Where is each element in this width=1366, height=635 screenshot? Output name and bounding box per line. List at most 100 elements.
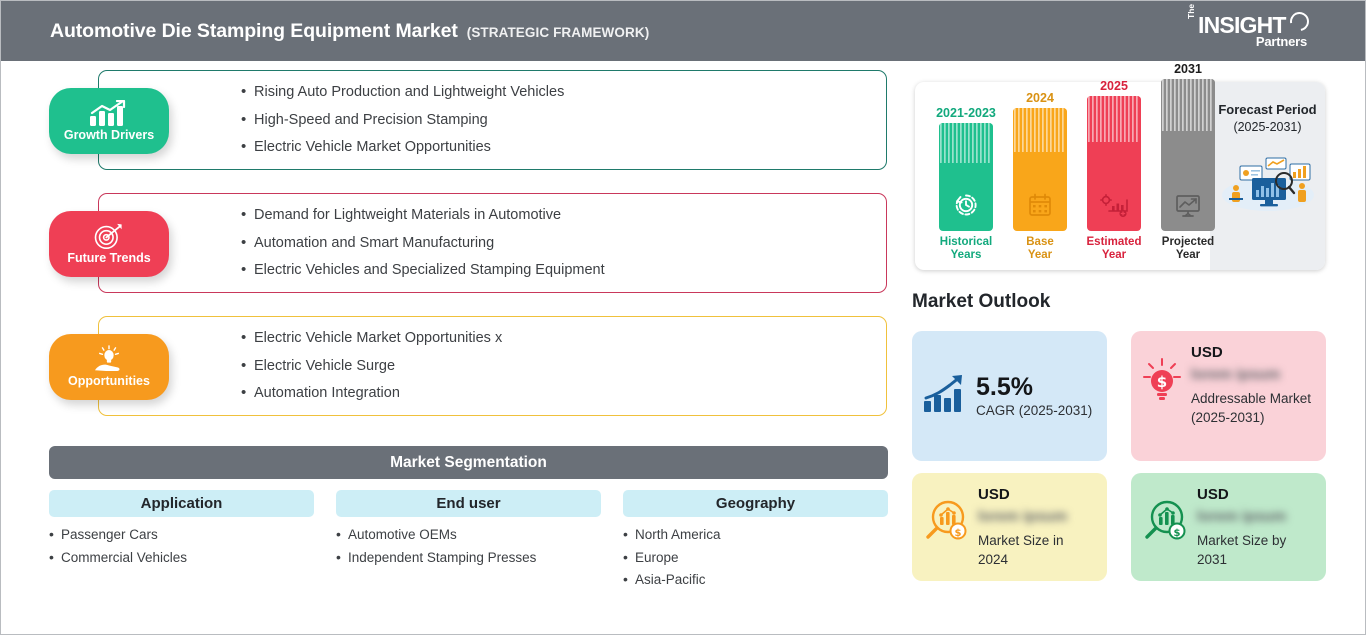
outlook-card-body: USD lorem ipsum Market Size by 2031 xyxy=(1197,485,1314,569)
growth-drivers-box: Rising Auto Production and Lightweight V… xyxy=(98,70,887,170)
opportunities-list: Electric Vehicle Market Opportunities x … xyxy=(241,330,886,401)
blurred-value: lorem ipsum xyxy=(978,508,1068,525)
bar-caption: Projected Year xyxy=(1161,236,1215,261)
hand-lightbulb-icon xyxy=(90,345,128,373)
left-column: Rising Auto Production and Lightweight V… xyxy=(1,61,906,634)
svg-text:$: $ xyxy=(1174,528,1181,539)
bar-chart-arrow-icon xyxy=(922,373,968,420)
timeline-bars: 2021-2023 xyxy=(915,62,1215,270)
bar-stripe-pattern xyxy=(1013,108,1067,152)
list-item: High-Speed and Precision Stamping xyxy=(241,112,886,128)
future-trends-badge[interactable]: Future Trends xyxy=(49,211,169,277)
list-item: Independent Stamping Presses xyxy=(336,550,601,565)
growth-drivers-list: Rising Auto Production and Lightweight V… xyxy=(241,84,886,155)
future-trends-label: Future Trends xyxy=(67,251,151,265)
segmentation-columns: Application Passenger Cars Commercial Ve… xyxy=(49,490,888,596)
bar-year-label: 2025 xyxy=(1100,79,1128,93)
list-item: Electric Vehicle Market Opportunities xyxy=(241,139,886,155)
header-title-group: Automotive Die Stamping Equipment Market… xyxy=(50,20,649,43)
outlook-card-body: USD lorem ipsum Addressable Market (2025… xyxy=(1191,343,1314,427)
calendar-icon xyxy=(1027,192,1053,223)
outlook-card-body: 5.5% CAGR (2025-2031) xyxy=(976,373,1095,420)
page-subtitle: (STRATEGIC FRAMEWORK) xyxy=(466,24,650,40)
blurred-value: lorem ipsum xyxy=(1197,508,1287,525)
currency-label: USD xyxy=(978,486,1010,503)
growth-drivers-label: Growth Drivers xyxy=(63,128,155,142)
list-item: Automation and Smart Manufacturing xyxy=(241,235,886,251)
bar-year-label: 2031 xyxy=(1174,62,1202,76)
target-dart-icon xyxy=(92,223,126,250)
right-column: 2021-2023 xyxy=(906,61,1365,634)
card-caption: Addressable Market (2025-2031) xyxy=(1191,391,1312,425)
bar-chart-growth-icon xyxy=(88,100,130,127)
list-item: North America xyxy=(623,527,888,542)
opportunities-badge[interactable]: Opportunities xyxy=(49,334,169,400)
logo-insight-text: INSIGHT xyxy=(1198,12,1286,38)
bar-estimated xyxy=(1087,96,1141,231)
list-item: Asia-Pacific xyxy=(623,572,888,587)
segment-pill-label: Geography xyxy=(715,495,796,512)
segmentation-column-application: Application Passenger Cars Commercial Ve… xyxy=(49,490,314,596)
bar-historical xyxy=(939,123,993,231)
segment-pill-geography[interactable]: Geography xyxy=(623,490,888,517)
segment-items-geography: North America Europe Asia-Pacific xyxy=(623,527,888,587)
segment-items-application: Passenger Cars Commercial Vehicles xyxy=(49,527,314,565)
card-caption: Market Size in 2024 xyxy=(978,533,1064,567)
list-item: Automotive OEMs xyxy=(336,527,601,542)
bar-caption: Base Year xyxy=(1026,236,1054,261)
market-outlook-title: Market Outlook xyxy=(912,291,1051,312)
outlook-card-market-size-2024[interactable]: $ USD lorem ipsum Market Size in 2024 xyxy=(912,473,1107,581)
segmentation-column-end-user: End user Automotive OEMs Independent Sta… xyxy=(336,490,601,596)
svg-text:$: $ xyxy=(1157,373,1167,391)
outlook-card-addressable-market[interactable]: $ USD lorem ipsum Addressable Market (20… xyxy=(1131,331,1326,461)
presentation-chart-icon xyxy=(1174,193,1202,223)
segmentation-column-geography: Geography North America Europe Asia-Paci… xyxy=(623,490,888,596)
segment-pill-label: Application xyxy=(140,495,223,512)
timeline-bar-projected: 2031 xyxy=(1161,62,1215,270)
outlook-card-market-size-2031[interactable]: $ USD lorem ipsum Market Size by 2031 xyxy=(1131,473,1326,581)
logo-swoosh-icon xyxy=(1286,8,1313,35)
list-item: Demand for Lightweight Materials in Auto… xyxy=(241,207,886,223)
magnifier-chart-icon: $ xyxy=(922,497,970,548)
bar-base xyxy=(1013,108,1067,231)
list-item: Electric Vehicle Surge xyxy=(241,358,886,374)
currency-label: USD xyxy=(1197,486,1229,503)
analytics-illustration xyxy=(1218,150,1318,217)
insight-partners-logo: The INSIGHT Partners xyxy=(1186,4,1313,52)
bar-caption: Estimated Year xyxy=(1086,236,1142,261)
forecast-period-range: (2025-2031) xyxy=(1233,120,1302,134)
opportunities-label: Opportunities xyxy=(68,374,150,388)
bar-caption: Historical Years xyxy=(939,236,993,261)
chart-gear-icon xyxy=(1100,194,1128,223)
growth-drivers-badge[interactable]: Growth Drivers xyxy=(49,88,169,154)
forecast-period-title: Forecast Period xyxy=(1218,102,1317,117)
future-trends-list: Demand for Lightweight Materials in Auto… xyxy=(241,207,886,278)
lightbulb-dollar-icon: $ xyxy=(1141,357,1183,408)
page-title: Automotive Die Stamping Equipment Market xyxy=(50,19,458,42)
list-item: Europe xyxy=(623,550,888,565)
bar-stripe-pattern xyxy=(1161,79,1215,131)
page-header: Automotive Die Stamping Equipment Market… xyxy=(1,1,1365,61)
segment-pill-application[interactable]: Application xyxy=(49,490,314,517)
bar-year-label: 2024 xyxy=(1026,91,1054,105)
outlook-card-cagr[interactable]: 5.5% CAGR (2025-2031) xyxy=(912,331,1107,461)
clock-history-icon xyxy=(953,192,979,223)
segment-pill-end-user[interactable]: End user xyxy=(336,490,601,517)
currency-label: USD xyxy=(1191,344,1223,361)
cagr-value: 5.5% xyxy=(976,372,1033,401)
bar-stripe-pattern xyxy=(1087,96,1141,142)
bar-year-label: 2021-2023 xyxy=(936,106,996,120)
future-trends-box: Demand for Lightweight Materials in Auto… xyxy=(98,193,887,293)
forecast-period-pane: Forecast Period (2025-2031) xyxy=(1210,82,1325,270)
list-item: Commercial Vehicles xyxy=(49,550,314,565)
segment-items-end-user: Automotive OEMs Independent Stamping Pre… xyxy=(336,527,601,565)
bar-stripe-pattern xyxy=(939,123,993,163)
magnifier-chart-icon: $ xyxy=(1141,497,1189,548)
market-segmentation-title: Market Segmentation xyxy=(390,453,547,471)
bar-projected xyxy=(1161,79,1215,231)
card-caption: Market Size by 2031 xyxy=(1197,533,1287,567)
timeline-bar-historical: 2021-2023 xyxy=(936,106,996,270)
logo-the-text: The xyxy=(1186,3,1196,19)
opportunities-box: Electric Vehicle Market Opportunities x … xyxy=(98,316,887,416)
